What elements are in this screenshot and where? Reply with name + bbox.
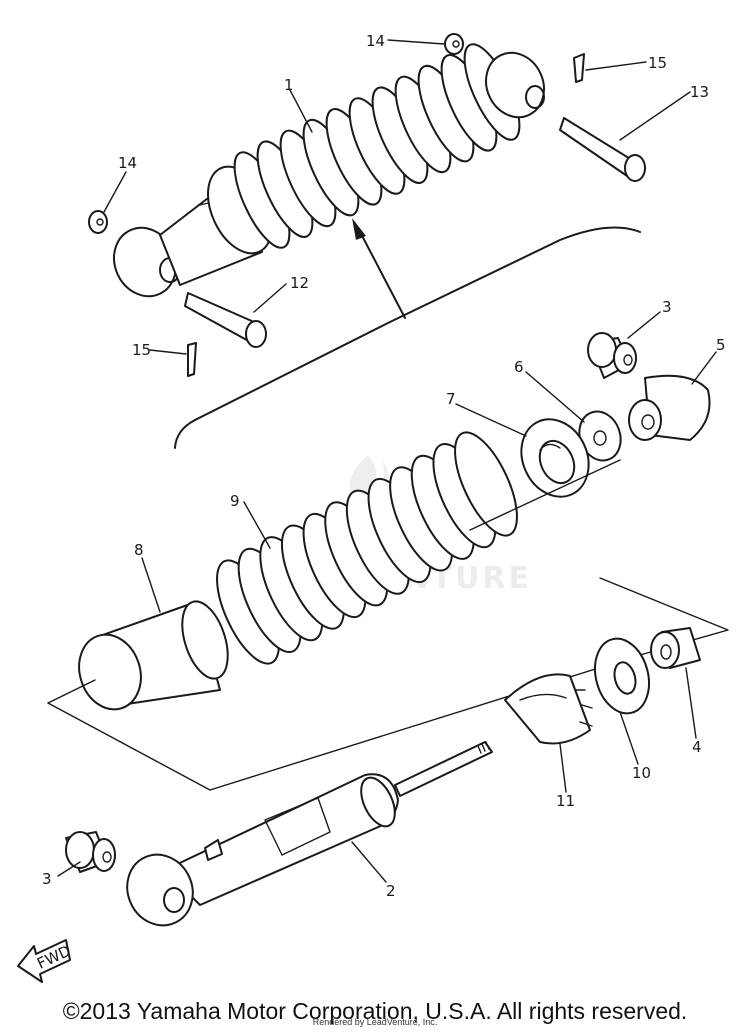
copyright-notice: ©2013 Yamaha Motor Corporation, U.S.A. A… [62, 998, 688, 1024]
damper-2 [126, 741, 493, 927]
callout-6: 6 [514, 358, 524, 376]
callout-12: 12 [290, 274, 309, 292]
bushing-3-lower [65, 831, 116, 873]
callout-9: 9 [230, 492, 240, 510]
mount-5 [628, 374, 711, 441]
spring-seat-7 [520, 418, 590, 498]
washer-10 [594, 637, 650, 715]
shock-absorber-assembly-1 [113, 43, 545, 298]
bushing-3-upper [587, 332, 637, 379]
callout-2: 2 [386, 882, 396, 900]
callout-5: 5 [716, 336, 726, 354]
cover-8 [78, 600, 229, 711]
washer-14-top [444, 33, 464, 55]
callout-10: 10 [632, 764, 651, 782]
callout-15-right: 15 [648, 54, 667, 72]
callout-14-left: 14 [118, 154, 137, 172]
fwd-arrow: FWD [17, 939, 74, 983]
exploded-view-bracket [174, 218, 641, 449]
callout-3-lower: 3 [42, 870, 52, 888]
spring-coil [454, 431, 518, 537]
callouts: 1 14 15 13 14 12 15 3 5 6 7 9 8 4 10 11 … [42, 32, 726, 900]
callout-11: 11 [556, 792, 575, 810]
callout-3-upper: 3 [662, 298, 672, 316]
pin-12 [184, 292, 267, 348]
washer-14-left [88, 210, 108, 234]
cotter-pin-15-right [573, 53, 585, 83]
spring-9 [216, 431, 518, 665]
callout-1: 1 [284, 76, 294, 94]
callout-14-top: 14 [366, 32, 385, 50]
rendered-by-credit: Rendered by LeadVenture, Inc. [312, 1017, 438, 1027]
stopper-11 [504, 673, 593, 745]
callout-15-left: 15 [132, 341, 151, 359]
pin-13 [559, 117, 646, 182]
callout-4: 4 [692, 738, 702, 756]
callout-leaders [57, 39, 717, 883]
cotter-pin-15-left [187, 342, 197, 377]
bushing-4 [650, 627, 701, 669]
callout-13: 13 [690, 83, 709, 101]
callout-8: 8 [134, 541, 144, 559]
callout-7: 7 [446, 390, 456, 408]
